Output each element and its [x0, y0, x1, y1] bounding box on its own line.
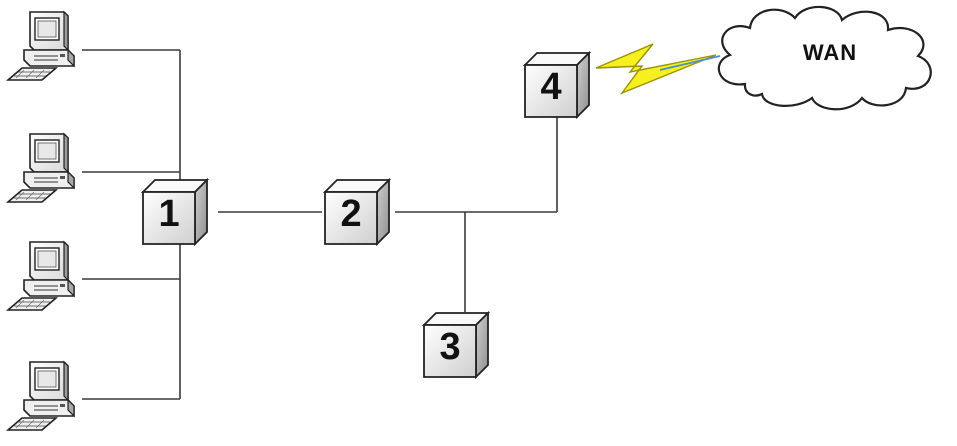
device-1-label: 1 [158, 193, 179, 235]
workstation-4 [7, 361, 75, 431]
lightning-icon [595, 43, 717, 95]
wan-cloud: WAN [717, 5, 932, 111]
computer-icon [7, 133, 75, 203]
wan-label: WAN [803, 40, 857, 65]
device-4: 4 [524, 52, 590, 118]
device-3: 3 [423, 312, 489, 378]
device-1: 1 [142, 179, 208, 245]
workstation-1 [7, 11, 75, 81]
wan-link [595, 43, 721, 95]
wan-link-line [659, 55, 721, 71]
computer-icon [7, 361, 75, 431]
workstation-2 [7, 133, 75, 203]
computer-icon [7, 241, 75, 311]
device-2-label: 2 [340, 193, 361, 235]
device-2: 2 [324, 179, 390, 245]
cloud-icon [717, 5, 932, 111]
workstation-3 [7, 241, 75, 311]
device-3-label: 3 [439, 326, 460, 368]
device-4-label: 4 [540, 66, 561, 108]
computer-icon [7, 11, 75, 81]
